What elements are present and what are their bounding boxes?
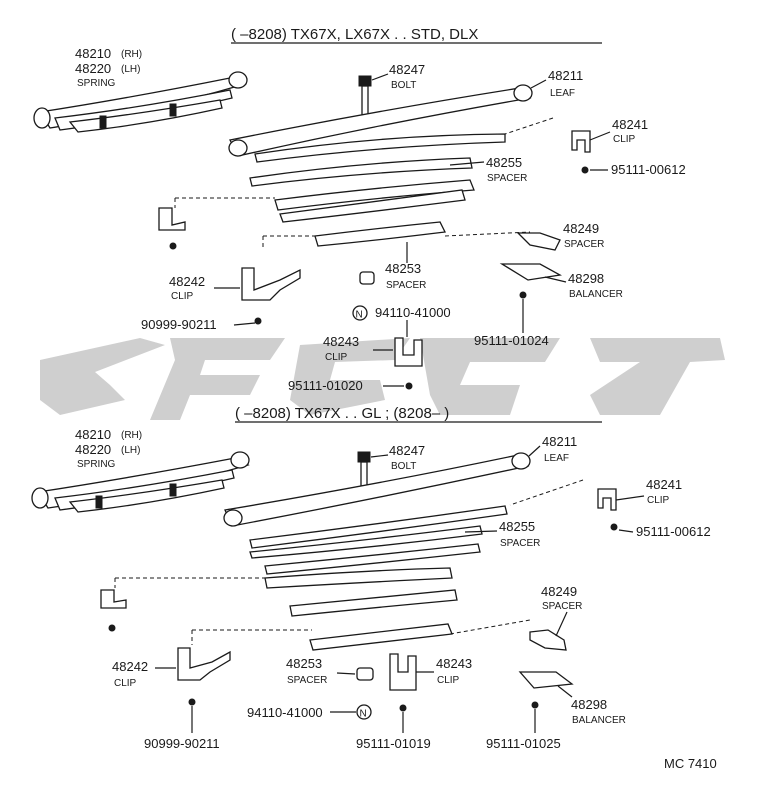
nut-marker [352,305,368,321]
spacer-a-number: 48255 [499,519,535,534]
spacer-c-number: 48253 [286,656,322,671]
spacer-c-number: 48253 [385,261,421,276]
nut-marker [356,704,372,720]
spring-assembly [31,451,250,513]
spacer-b-name: SPACER [564,239,604,250]
spacer-c [359,271,375,285]
section-top: ( –8208) TX67X, LX67X . . STD, DLX 48210… [33,26,686,393]
balancer-number: 48298 [568,271,604,286]
spring-rh-number: 48210 [75,46,111,61]
nut-mark-letter: N [356,310,363,321]
balancer-name: BALANCER [569,289,623,300]
bolt-name: BOLT [391,80,416,91]
bolt-left-number: 90999-90211 [144,736,220,751]
clip-right-name: CLIP [613,134,636,145]
leaf-stack [223,452,531,651]
spring-rh-number: 48210 [75,427,111,442]
clip-right-number: 48241 [646,477,682,492]
clip-center-bolt-number: 95111-01020 [288,378,363,393]
balancer-bolt-number: 95111-01024 [474,333,549,348]
clip-right-name: CLIP [647,495,670,506]
balancer-name: BALANCER [572,715,626,726]
spring-rh-tag: (RH) [121,49,142,60]
clip-right [597,488,618,531]
spacer-a-number: 48255 [486,155,522,170]
clip-center-name: CLIP [437,675,460,686]
leaf-stack [228,84,533,247]
spacer-b-name: SPACER [542,601,582,612]
section-header: ( –8208) TX67X . . GL ; (8208– ) [235,405,449,422]
nut-number: 94110-41000 [247,705,323,720]
spacer-a-name: SPACER [500,538,540,549]
nut-mark-letter: N [360,709,367,720]
spring-name: SPRING [77,78,116,89]
balancer-bolt-number: 95111-01025 [486,736,561,751]
balancer [499,263,562,299]
clip-left [241,267,301,301]
watermark-logo [40,338,725,420]
section-bottom: ( –8208) TX67X . . GL ; (8208– ) 48210 (… [31,405,711,751]
spacer-b [529,629,567,651]
leaf-name: LEAF [544,453,569,464]
section-header: ( –8208) TX67X, LX67X . . STD, DLX [231,26,478,43]
clip-center [394,337,423,367]
bolt-number: 48247 [389,62,425,77]
clip-left-number: 48242 [112,659,148,674]
clip-center-bolt-number: 95111-01019 [356,736,431,751]
leaf-name: LEAF [550,88,575,99]
spring-name: SPRING [77,459,116,470]
clip-center-number: 48243 [323,334,359,349]
bolt-left-number: 90999-90211 [141,317,217,332]
spacer-b-number: 48249 [563,221,599,236]
clip-right-bolt-number: 95111-00612 [636,524,711,539]
spacer-c-name: SPACER [287,675,327,686]
leaf-number: 48211 [548,68,583,83]
clip-left-name: CLIP [171,291,194,302]
spring-assembly [33,71,248,133]
clip-left-name: CLIP [114,678,137,689]
clip-right-number: 48241 [612,117,648,132]
spacer-a-name: SPACER [487,173,527,184]
spring-lh-number: 48220 [75,442,111,457]
clip-small-left [158,207,186,250]
spring-lh-tag: (LH) [121,64,140,75]
spring-lh-tag: (LH) [121,445,140,456]
footer-code: MC 7410 [664,756,717,771]
bolt-number: 48247 [389,443,425,458]
clip-center [389,653,417,691]
spacer-b [516,232,561,251]
balancer-number: 48298 [571,697,607,712]
balancer [518,671,574,709]
spacer-b-number: 48249 [541,584,577,599]
clip-right [571,130,591,174]
clip-left-number: 48242 [169,274,205,289]
nut-number: 94110-41000 [375,305,451,320]
spring-lh-number: 48220 [75,61,111,76]
clip-right-bolt-number: 95111-00612 [611,162,686,177]
clip-small-left [100,589,127,632]
clip-center-name: CLIP [325,352,348,363]
spacer-c [356,667,374,681]
spring-rh-tag: (RH) [121,430,142,441]
spacer-c-name: SPACER [386,280,426,291]
bolt-name: BOLT [391,461,416,472]
clip-center-number: 48243 [436,656,472,671]
clip-left [177,647,231,681]
leaf-number: 48211 [542,434,577,449]
